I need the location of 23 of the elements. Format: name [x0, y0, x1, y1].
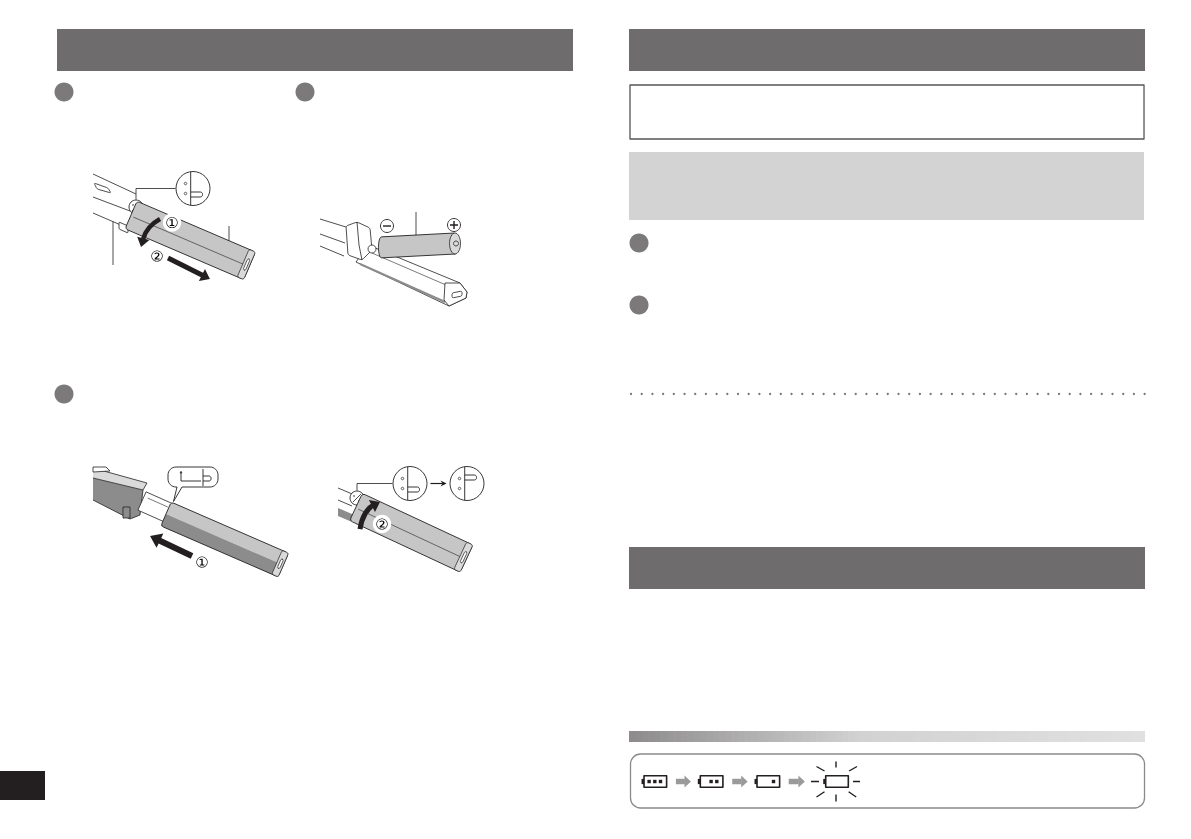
- magnifier-circle: [175, 171, 211, 206]
- magnifier-circle: [392, 466, 428, 501]
- battery-cover: [160, 502, 289, 577]
- step-number: ①: [192, 552, 212, 572]
- battery-icon: [697, 774, 724, 789]
- battery-icon: [754, 774, 781, 789]
- shaded-band: [629, 152, 1144, 220]
- battery-icon: [810, 760, 861, 803]
- step-number: ②: [372, 514, 392, 534]
- leader-line: [112, 221, 114, 266]
- magnifier-circle: [449, 466, 485, 501]
- battery-icon: [641, 774, 668, 789]
- battery-cover: [350, 493, 473, 572]
- callout-bubble: [167, 466, 219, 502]
- recorder-body-drawing: [92, 173, 137, 234]
- leader-line: [415, 211, 417, 236]
- step-number: ②: [147, 246, 167, 266]
- battery-drawing: [378, 232, 461, 259]
- leader-line: [228, 225, 230, 242]
- leader-line: [356, 483, 393, 491]
- leader-line: [135, 188, 176, 200]
- step-number: ①: [162, 213, 182, 232]
- indicator-box: [629, 753, 1146, 809]
